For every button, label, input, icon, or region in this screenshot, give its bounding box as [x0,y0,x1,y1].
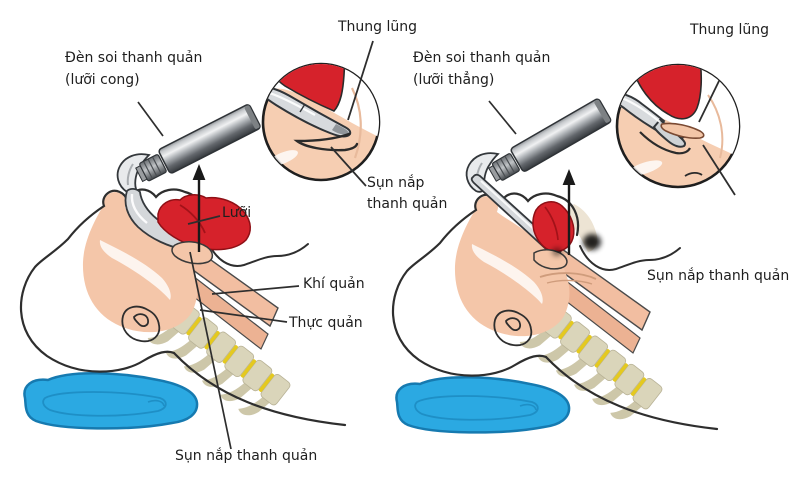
lift-arrow [562,169,576,255]
label-tongue: Lưỡi [222,205,252,221]
figure-straight-blade [391,63,741,434]
inset-vallecula-straight [615,63,741,196]
epiglottis-flap [660,122,705,139]
label-vallecula-right: Thung lũng [690,22,770,38]
label-esophagus: Thực quản [289,315,363,331]
pressure-smudge [583,234,601,250]
label-laryngoscope-curved-1: Đèn soi thanh quản [65,50,203,66]
leader-lines-right [488,100,517,135]
label-epiglottis-inset-2: thanh quản [367,196,448,212]
figure-curved-blade [19,40,381,450]
lift-arrow [192,164,206,252]
label-trachea: Khí quản [303,276,365,292]
label-laryngoscope-straight-2: (lưỡi thẳng) [413,72,495,88]
label-vallecula-left: Thung lũng [338,19,418,35]
inset-vallecula-curved [261,40,381,187]
leader-lines-left [137,101,300,450]
tongue [532,201,575,253]
label-laryngoscope-straight-1: Đèn soi thanh quản [413,50,551,66]
label-epiglottis-inset-1: Sụn nắp [367,175,425,191]
label-epiglottis-right: Sụn nắp thanh quản [647,268,790,284]
label-epiglottis-left: Sụn nắp thanh quản [175,448,318,464]
label-laryngoscope-curved-2: (lưỡi cong) [65,72,140,88]
